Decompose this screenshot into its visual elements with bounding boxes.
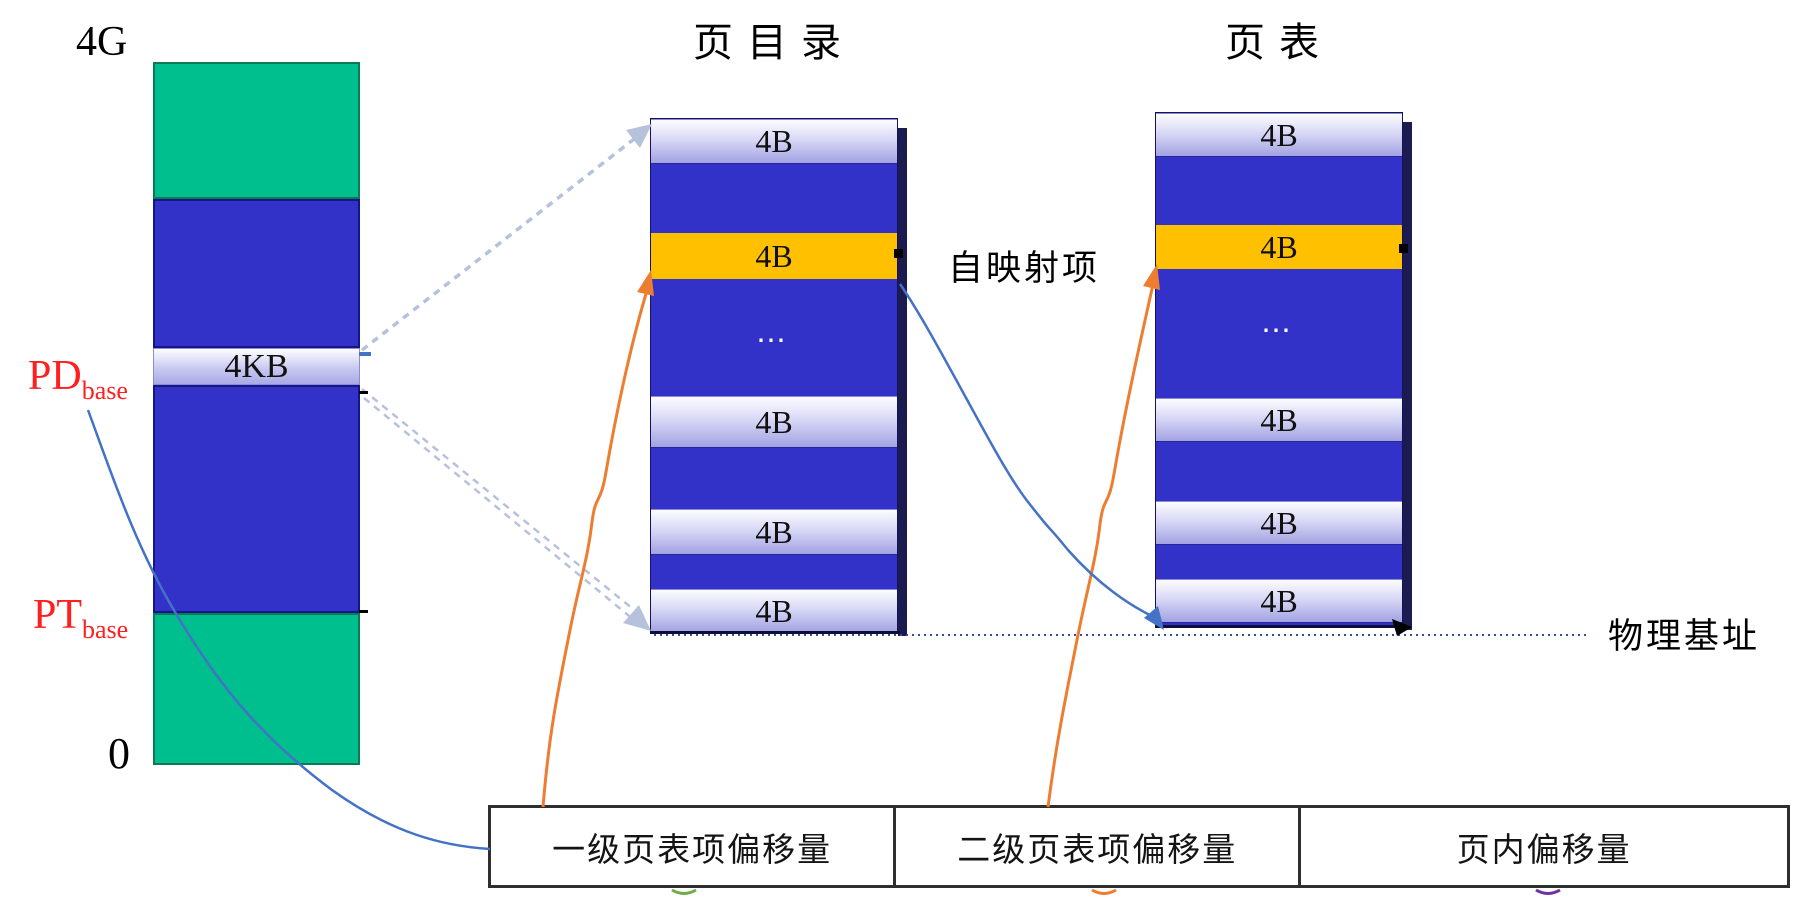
physical-base-label: 物理基址 xyxy=(1608,617,1761,656)
orange-arrow-field2-to-pt xyxy=(1046,279,1156,808)
field3-purple-tick xyxy=(1535,888,1561,895)
pt-self-map-entry: 4B xyxy=(1156,225,1402,269)
pd-entry-label: 4B xyxy=(755,403,793,440)
memory-bar-green-top xyxy=(153,62,360,199)
pd-base-main: PD xyxy=(28,353,82,399)
pd-entry-label: 4B xyxy=(755,592,793,629)
memory-bar-4kb-band: 4KB xyxy=(153,348,360,385)
blue-curve-pd-to-pt-bottom xyxy=(898,283,1157,620)
band-top-tick xyxy=(359,352,371,356)
page-directory-column: 4B 4B ⋯ 4B 4B 4B xyxy=(650,118,898,634)
pd-entry: 4B xyxy=(651,509,897,555)
pt-base-main: PT xyxy=(33,592,83,638)
pt-entry: 4B xyxy=(1156,113,1402,157)
pt-base-tick xyxy=(359,610,368,613)
addr-field-pte-offset: 二级页表项偏移量 xyxy=(896,808,1302,885)
pt-base-sub: base xyxy=(82,615,129,644)
addr-field-pde-offset: 一级页表项偏移量 xyxy=(491,808,897,885)
band-size-label: 4KB xyxy=(224,347,289,385)
pd-entry: 4B xyxy=(651,589,897,633)
pd-ellipsis: ⋯ xyxy=(756,324,792,357)
field1-green-tick xyxy=(671,888,697,895)
pt-entry: 4B xyxy=(1156,501,1402,545)
pt-ellipsis: ⋯ xyxy=(1261,314,1297,347)
pt-column-baseline xyxy=(1155,625,1405,628)
bar-bottom-address-label: 0 xyxy=(108,729,130,778)
memory-bar-green-bottom xyxy=(153,613,360,765)
page-directory-title: 页目录 xyxy=(693,20,855,65)
pd-entry-label: 4B xyxy=(755,513,793,550)
addr-field-page-offset: 页内偏移量 xyxy=(1456,830,1632,868)
dashed-arrow-bottom-head-icon xyxy=(623,605,651,631)
dashed-arrow-band-to-pd-bottom-1 xyxy=(361,388,639,614)
pt-base-label: PTbase xyxy=(33,591,128,645)
pd-entry: 4B xyxy=(651,396,897,448)
pt-column-shadow xyxy=(1403,122,1412,630)
dashed-arrow-top-head-icon xyxy=(626,124,652,148)
dashed-arrow-band-to-pd-bottom-2 xyxy=(363,397,635,621)
pt-entry: 4B xyxy=(1156,579,1402,623)
pd-base-sub: base xyxy=(81,376,128,405)
memory-bar-blue-lower xyxy=(153,385,360,613)
pt-entry-label: 4B xyxy=(1260,504,1298,541)
pt-entry: 4B xyxy=(1156,398,1402,442)
orange-arrow-field1-to-pd xyxy=(541,283,651,808)
virtual-address-table: 一级页表项偏移量 二级页表项偏移量 页内偏移量 xyxy=(488,805,1790,888)
pd-column-shadow xyxy=(898,128,907,636)
pt-entry-label: 4B xyxy=(1260,582,1298,619)
pt-entry-label: 4B xyxy=(1260,116,1298,153)
pd-entry: 4B xyxy=(651,119,897,164)
pd-self-map-entry: 4B xyxy=(651,233,897,279)
pd-entry-label: 4B xyxy=(755,123,793,159)
dashed-arrow-band-to-pd-top xyxy=(360,134,640,352)
field2-orange-tick xyxy=(1091,888,1117,895)
page-table-title: 页表 xyxy=(1225,20,1333,65)
pt-entry-label: 4B xyxy=(1260,228,1298,265)
memory-bar-blue-upper xyxy=(153,199,360,348)
pd-entry-label: 4B xyxy=(755,237,793,274)
bar-top-address-label: 4G xyxy=(76,19,128,65)
pd-base-label: PDbase xyxy=(28,352,128,406)
band-bottom-tick xyxy=(359,391,368,394)
pd-column-baseline xyxy=(650,631,900,634)
self-map-entry-label: 自映射项 xyxy=(948,249,1101,288)
pt-entry-label: 4B xyxy=(1260,401,1298,438)
page-table-column: 4B 4B ⋯ 4B 4B 4B xyxy=(1155,112,1403,628)
